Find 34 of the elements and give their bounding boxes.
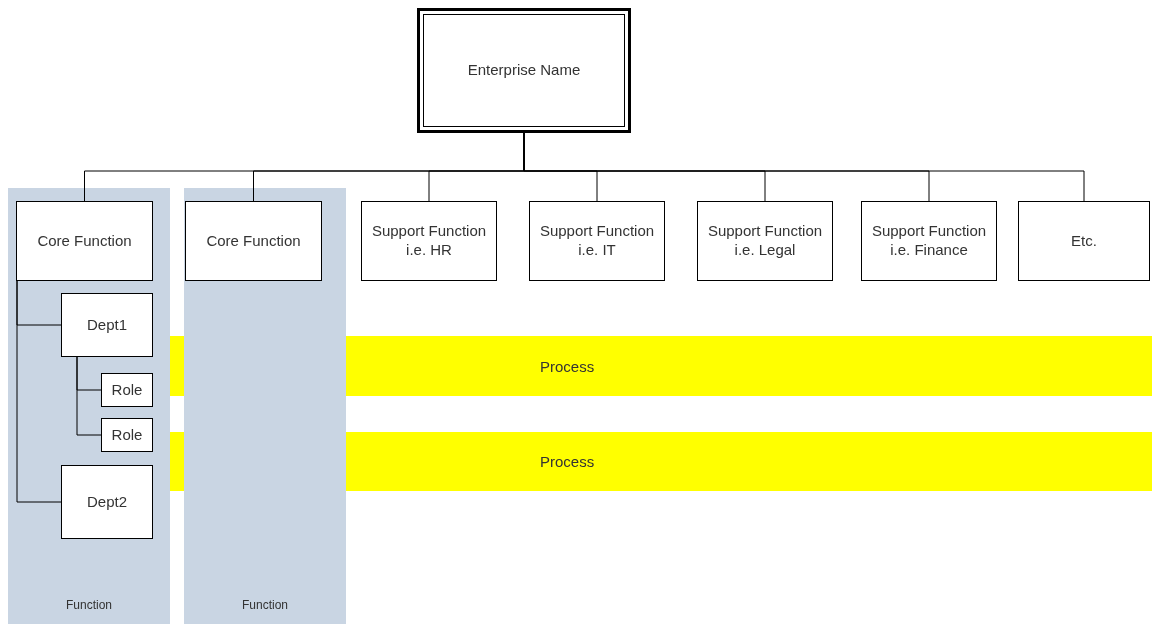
connector-line <box>76 356 102 436</box>
box-label: Dept2 <box>86 492 128 512</box>
process-band <box>346 432 1152 491</box>
box-label: Core Function <box>36 231 133 251</box>
box-label: Role <box>110 380 144 400</box>
box-label: Support Function i.e. HR <box>370 222 488 260</box>
function-box <box>185 201 322 281</box>
box-label: Dept1 <box>86 315 128 335</box>
box-label: Role <box>110 425 144 445</box>
box-label: Support Function i.e. Legal <box>706 222 824 260</box>
function-box <box>529 201 665 281</box>
function-box <box>1018 201 1150 281</box>
function-box <box>101 373 153 407</box>
function-box <box>861 201 997 281</box>
function-box <box>101 418 153 452</box>
column-label: Function <box>65 598 113 612</box>
column-label: Function <box>241 598 289 612</box>
connector-line <box>16 280 62 503</box>
box-label: Support Function i.e. IT <box>538 222 656 260</box>
box-label: Support Function i.e. Finance <box>870 222 988 260</box>
function-box <box>16 201 153 281</box>
box-label: Enterprise Name <box>466 61 582 80</box>
function-box <box>61 465 153 539</box>
enterprise-box <box>417 8 631 133</box>
process-label: Process <box>540 453 595 470</box>
function-column <box>184 188 346 624</box>
box-label: Core Function <box>205 231 302 251</box>
process-band <box>346 336 1152 396</box>
function-column <box>8 188 170 624</box>
process-label: Process <box>540 357 595 375</box>
function-box <box>361 201 497 281</box>
function-box <box>61 293 153 357</box>
function-box <box>697 201 833 281</box>
box-label: Etc. <box>1070 231 1098 251</box>
